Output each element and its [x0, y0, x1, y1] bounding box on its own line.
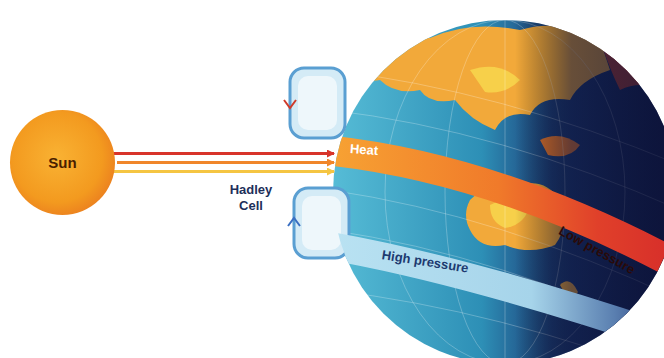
hadley-cell-loop — [284, 68, 345, 138]
sunray-arrow — [112, 154, 334, 172]
band-label: Heat — [350, 141, 379, 158]
hadley-cell-loop — [288, 188, 349, 258]
band-label: Low pressure — [556, 223, 637, 277]
sun-label: Sun — [48, 154, 76, 171]
band-label: High pressure — [381, 247, 470, 275]
cell-label: Hadley Cell — [216, 182, 286, 213]
sun-circle: Sun — [10, 110, 115, 215]
